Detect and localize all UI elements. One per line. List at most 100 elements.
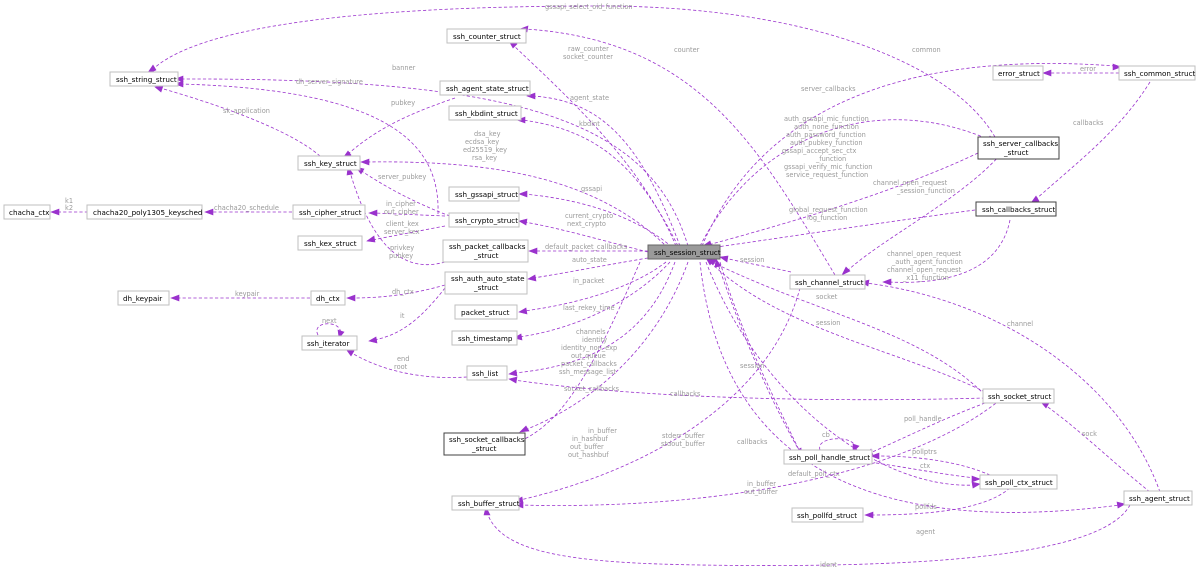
svg-text:log_function: log_function (807, 214, 847, 222)
node-ssh-server-callbacks-struct[interactable]: ssh_server_callbacks _struct (977, 136, 1060, 160)
svg-text:stdout_buffer: stdout_buffer (661, 440, 705, 448)
svg-text:ssh_poll_ctx_struct: ssh_poll_ctx_struct (985, 478, 1053, 487)
node-dh-ctx[interactable]: dh_ctx (310, 290, 346, 306)
svg-text:dsa_key: dsa_key (474, 130, 501, 138)
svg-text:identity: identity (582, 336, 607, 344)
svg-text:chacha20_schedule: chacha20_schedule (214, 204, 279, 212)
edge-session-from-channel: session (719, 255, 792, 273)
svg-text:auth_password_function: auth_password_function (786, 131, 866, 139)
svg-text:out_buffer: out_buffer (744, 488, 778, 496)
node-ssh-agent-struct[interactable]: ssh_agent_struct (1123, 490, 1193, 506)
edge-channel-open-session: channel_open_request _session_function (841, 154, 1001, 276)
svg-text:server_kex: server_kex (384, 228, 420, 236)
node-ssh-socket-callbacks-struct[interactable]: ssh_socket_callbacks _struct (443, 432, 526, 456)
node-chacha-ctx[interactable]: chacha_ctx (3, 204, 51, 220)
node-ssh-kbdint-struct[interactable]: ssh_kbdint_struct (448, 105, 522, 121)
node-ssh-channel-struct[interactable]: ssh_channel_struct (789, 274, 866, 290)
node-ssh-kex-struct[interactable]: ssh_kex_struct (297, 235, 363, 251)
svg-text:ssh_key_struct: ssh_key_struct (304, 159, 357, 168)
edge-pollptrs: pollptrs (870, 448, 991, 476)
svg-text:banner: banner (392, 64, 416, 72)
node-ssh-pollfd-struct[interactable]: ssh_pollfd_struct (791, 507, 864, 523)
node-ssh-timestamp[interactable]: ssh_timestamp (451, 330, 518, 346)
node-ssh-common-struct[interactable]: ssh_common_struct (1118, 65, 1196, 81)
svg-text:in_buffer: in_buffer (747, 480, 776, 488)
svg-text:session: session (740, 362, 764, 370)
svg-text:ssh_agent_state_struct: ssh_agent_state_struct (446, 84, 529, 93)
svg-text:_auth_agent_function: _auth_agent_function (891, 258, 963, 266)
node-ssh-auth-auto-state-struct[interactable]: ssh_auth_auto_state _struct (444, 271, 528, 295)
edge-pubkey: pubkey (342, 97, 456, 159)
node-ssh-key-struct[interactable]: ssh_key_struct (297, 155, 361, 171)
svg-text:channel: channel (1007, 320, 1033, 328)
edge-end-root: end root (345, 348, 468, 378)
node-ssh-packet-callbacks-struct[interactable]: ssh_packet_callbacks _struct (442, 239, 529, 263)
node-ssh-poll-handle-struct[interactable]: ssh_poll_handle_struct (783, 449, 873, 465)
svg-text:pollptrs: pollptrs (912, 448, 937, 456)
svg-text:gssapi_verify_mic_function: gssapi_verify_mic_function (784, 163, 872, 171)
node-ssh-gssapi-struct[interactable]: ssh_gssapi_struct (448, 186, 520, 202)
svg-text:ssh_cipher_struct: ssh_cipher_struct (299, 208, 362, 217)
svg-text:dh_ctx: dh_ctx (316, 294, 340, 303)
svg-text:sk_application: sk_application (223, 107, 270, 115)
svg-text:callbacks: callbacks (737, 438, 768, 446)
svg-text:last_rekey_time: last_rekey_time (563, 304, 615, 312)
edge-next-self: next (316, 317, 345, 339)
svg-text:keypair: keypair (235, 290, 260, 298)
svg-text:counter: counter (674, 46, 700, 54)
svg-text:in_packet: in_packet (573, 277, 605, 285)
node-ssh-agent-state-struct[interactable]: ssh_agent_state_struct (439, 80, 531, 96)
node-ssh-cipher-struct[interactable]: ssh_cipher_struct (292, 204, 366, 220)
edge-channel-callback-fns: channel_open_request _auth_agent_functio… (882, 219, 1011, 286)
svg-text:ssh_channel_struct: ssh_channel_struct (795, 278, 864, 287)
node-ssh-iterator[interactable]: ssh_iterator (301, 335, 358, 351)
svg-text:socket_counter: socket_counter (563, 53, 613, 61)
svg-text:default_poll_ctx: default_poll_ctx (788, 470, 840, 478)
edge-common: common (701, 46, 1122, 247)
edge-global-request: global_request_function log_function (704, 206, 976, 252)
node-ssh-buffer-struct[interactable]: ssh_buffer_struct (451, 495, 520, 511)
svg-text:chacha_ctx: chacha_ctx (9, 208, 50, 217)
node-ssh-socket-struct[interactable]: ssh_socket_struct (982, 388, 1055, 404)
svg-text:ssh_server_callbacks: ssh_server_callbacks (983, 139, 1058, 148)
edge-ident: ident (483, 504, 1131, 569)
svg-text:cb: cb (822, 431, 830, 439)
node-ssh-string-struct[interactable]: ssh_string_struct (109, 71, 179, 87)
svg-text:ctx: ctx (920, 462, 930, 470)
svg-text:ecdsa_key: ecdsa_key (465, 138, 499, 146)
edge-current-next-crypto: current_crypto next_crypto (518, 212, 649, 253)
edge-in-packet: in_packet (518, 261, 667, 315)
svg-text:dh_keypair: dh_keypair (123, 294, 162, 303)
svg-text:out_hashbuf: out_hashbuf (568, 451, 609, 459)
svg-text:ssh_pollfd_struct: ssh_pollfd_struct (797, 511, 857, 520)
svg-text:_session_function: _session_function (896, 187, 955, 195)
svg-text:ssh_callbacks_struct: ssh_callbacks_struct (982, 205, 1055, 214)
edge-callbacks-channel: callbacks (719, 261, 803, 457)
node-error-struct[interactable]: error_struct (992, 65, 1044, 81)
edge-gssapi: gssapi (518, 185, 673, 248)
svg-text:_x11_function: _x11_function (902, 274, 949, 282)
node-chacha20-poly1305-keysched[interactable]: chacha20_poly1305_keysched (86, 204, 203, 220)
svg-text:callbacks: callbacks (670, 390, 701, 398)
edge-keypair: keypair (170, 290, 310, 302)
node-ssh-poll-ctx-struct[interactable]: ssh_poll_ctx_struct (979, 474, 1058, 490)
edge-error: error (1042, 65, 1119, 77)
svg-text:ssh_crypto_struct: ssh_crypto_struct (455, 216, 518, 225)
edge-callbacks-socket-list: callbacks (508, 376, 986, 401)
svg-text:packet_struct: packet_struct (461, 308, 510, 317)
node-packet-struct[interactable]: packet_struct (454, 304, 518, 320)
edge-banner: banner (174, 64, 689, 247)
node-dh-keypair[interactable]: dh_keypair (117, 290, 170, 306)
svg-text:agent: agent (916, 528, 935, 536)
svg-text:_struct: _struct (471, 444, 497, 453)
node-ssh-counter-struct[interactable]: ssh_counter_struct (446, 28, 527, 44)
node-ssh-callbacks-struct[interactable]: ssh_callbacks_struct (975, 201, 1057, 217)
svg-text:auth_gssapi_mic_function: auth_gssapi_mic_function (784, 115, 869, 123)
svg-text:server_callbacks: server_callbacks (801, 85, 856, 93)
node-ssh-list[interactable]: ssh_list (466, 365, 508, 381)
svg-text:ssh_socket_callbacks: ssh_socket_callbacks (449, 435, 525, 444)
node-ssh-session-struct[interactable]: ssh_session_struct (647, 244, 721, 260)
svg-text:it: it (400, 312, 405, 320)
node-ssh-crypto-struct[interactable]: ssh_crypto_struct (448, 212, 520, 228)
svg-text:error: error (1080, 65, 1096, 73)
